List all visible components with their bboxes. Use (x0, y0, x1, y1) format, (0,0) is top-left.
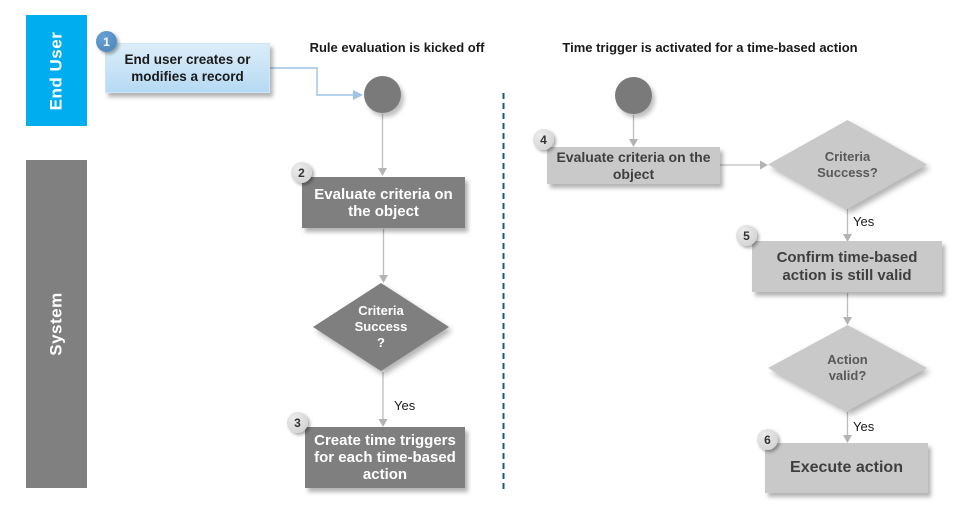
decision2-criteria-success: Criteria Success? (768, 120, 927, 209)
step5-label: Confirm time-based action is still valid (776, 248, 918, 284)
step6-box: Execute action (765, 443, 928, 493)
lane-system: System (26, 160, 87, 488)
step6-label: Execute action (790, 459, 903, 476)
decision3-action-valid: Action valid? (768, 325, 927, 411)
arrowhead-icon (378, 168, 387, 176)
step2-label: Evaluate criteria on the object (314, 185, 453, 220)
step1-badge: 1 (96, 31, 117, 52)
step2-box: Evaluate criteria on the object (302, 177, 465, 228)
arrowhead-icon (378, 419, 388, 427)
step3-label: Create time triggers for each time-based… (314, 432, 456, 483)
step1-label: End user creates or modifies a record (124, 52, 251, 84)
start-node-left (364, 76, 401, 113)
yes-label-3: Yes (853, 419, 875, 434)
arrowhead-icon (843, 435, 852, 443)
yes-label-1: Yes (394, 398, 416, 413)
lane-system-label: System (46, 292, 66, 356)
lane-end-user-label: End User (46, 31, 66, 110)
yes-label-2: Yes (853, 214, 875, 229)
step4-label: Evaluate criteria on the object (556, 148, 711, 182)
step4-badge: 4 (533, 129, 554, 150)
connector-step1-to-start (270, 67, 353, 96)
step2-badge: 2 (291, 162, 312, 183)
arrowhead-icon (379, 275, 388, 283)
header-time-trigger: Time trigger is activated for a time-bas… (562, 40, 858, 55)
start-node-right (615, 77, 652, 114)
arrowhead-icon (760, 160, 768, 170)
lane-end-user: End User (26, 15, 87, 126)
header-rule-evaluation: Rule evaluation is kicked off (309, 40, 485, 55)
step4-box: Evaluate criteria on the object (547, 147, 720, 184)
step6-badge: 6 (757, 429, 778, 450)
decision1-criteria-success: Criteria Success ? (313, 283, 449, 371)
decision1-wrap: Criteria Success ? (313, 283, 449, 371)
decision3-action-valid-wrap: Action valid? (768, 325, 927, 411)
step5-box: Confirm time-based action is still valid (752, 241, 942, 292)
arrowhead-icon (629, 139, 638, 147)
arrowhead-step1-to-start-icon (353, 90, 363, 100)
step5-badge: 5 (736, 225, 757, 246)
step3-box: Create time triggers for each time-based… (305, 427, 465, 488)
arrowhead-icon (843, 317, 852, 325)
step3-badge: 3 (287, 412, 308, 433)
decision2-wrap: Criteria Success? (768, 120, 927, 209)
step1-box: End user creates or modifies a record (105, 43, 270, 93)
